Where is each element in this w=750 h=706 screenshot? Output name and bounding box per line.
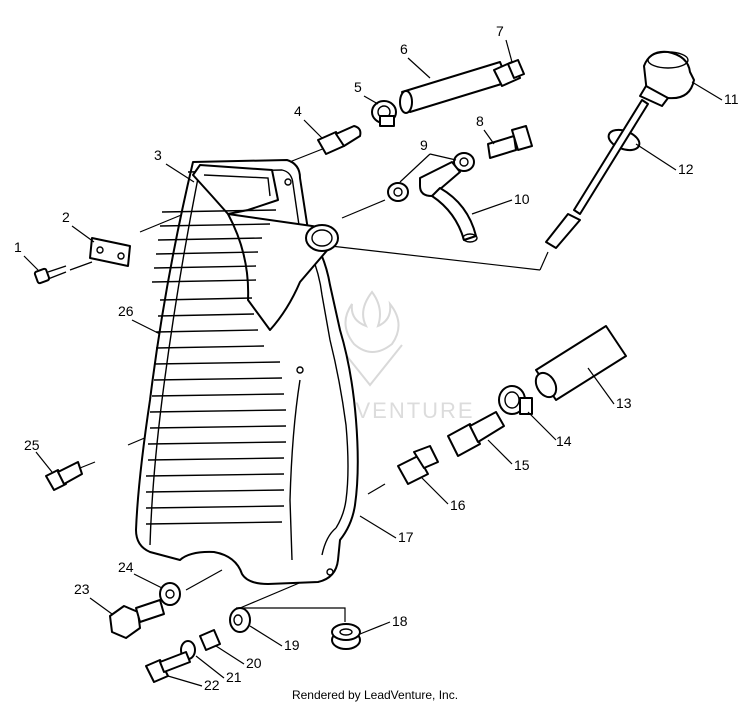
callout-11: 11	[724, 91, 739, 107]
part-14-clamp	[498, 385, 533, 415]
part-8-bolt	[487, 125, 533, 159]
credit-text: Rendered by LeadVenture, Inc.	[291, 688, 459, 702]
part-16-fitting	[397, 445, 439, 485]
dipstick-rod	[545, 99, 649, 249]
part-18-grommet	[331, 623, 361, 650]
callout-9: 9	[420, 137, 428, 153]
callout-22: 22	[204, 677, 220, 693]
part-19-grommet	[229, 607, 251, 633]
callout-7: 7	[496, 23, 504, 39]
part-9-washers	[387, 152, 475, 202]
callout-numbers: 1 2 3 4 5 6 7 8 9 10 11 12 13 14 15 16 1…	[14, 23, 739, 693]
callout-4: 4	[294, 103, 302, 119]
part-24-washer	[159, 582, 181, 606]
callout-12: 12	[678, 161, 694, 177]
part-11-dipstick-cap	[639, 50, 695, 107]
callout-17: 17	[398, 529, 414, 545]
callout-18: 18	[392, 613, 408, 629]
callout-26: 26	[118, 303, 134, 319]
part-13-hose	[534, 325, 627, 401]
part-4-fitting	[317, 125, 362, 155]
callout-25: 25	[24, 437, 40, 453]
part-25-bolt	[45, 461, 83, 491]
part-22-bolt	[145, 651, 191, 683]
callout-5: 5	[354, 79, 362, 95]
part-6-hose	[399, 61, 509, 114]
callout-13: 13	[616, 395, 632, 411]
part-7-bolt	[493, 59, 525, 87]
oil-tank	[135, 159, 359, 585]
callout-3: 3	[154, 147, 162, 163]
part-1-screw	[33, 265, 67, 285]
callout-8: 8	[476, 113, 484, 129]
callout-leaders	[23, 39, 723, 687]
callout-19: 19	[284, 637, 300, 653]
callout-10: 10	[514, 191, 530, 207]
part-20-spacer	[199, 629, 221, 651]
callout-24: 24	[118, 559, 134, 575]
callout-6: 6	[400, 41, 408, 57]
part-5-clamp	[371, 100, 397, 127]
callout-16: 16	[450, 497, 466, 513]
callout-14: 14	[556, 433, 572, 449]
part-10-banjo-fitting	[419, 161, 478, 243]
part-23-bolt	[109, 599, 165, 639]
callout-20: 20	[246, 655, 262, 671]
part-15-fitting	[447, 411, 505, 457]
callout-21: 21	[226, 669, 242, 685]
callout-1: 1	[14, 239, 22, 255]
callout-23: 23	[74, 581, 90, 597]
callout-15: 15	[514, 457, 530, 473]
part-2-bracket	[89, 237, 131, 267]
callout-2: 2	[62, 209, 70, 225]
